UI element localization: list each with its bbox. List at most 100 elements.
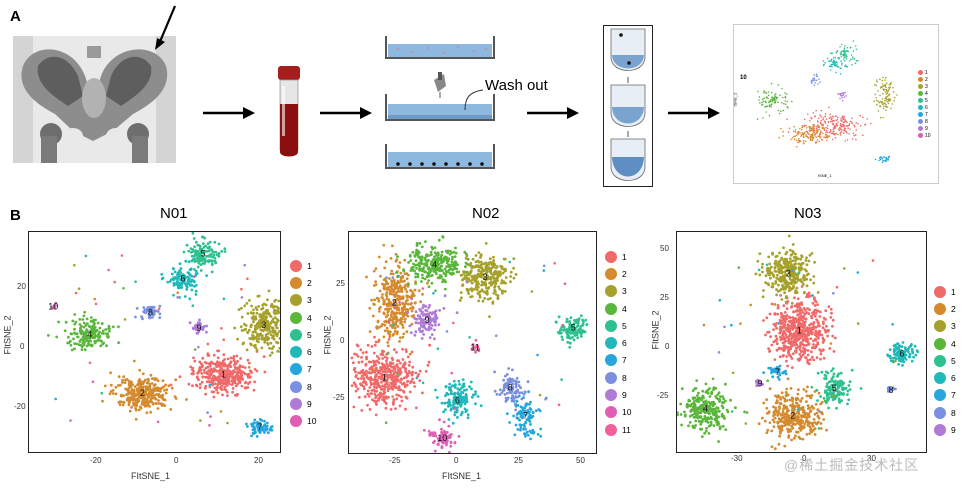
mini-point-cluster-3	[882, 85, 884, 88]
cell-point-cluster-1	[780, 326, 783, 330]
cell-point-cluster-1	[794, 346, 798, 350]
mini-point-cluster-8	[819, 81, 821, 83]
mini-point-cluster-1	[824, 122, 827, 124]
cell-point-cluster-1	[812, 323, 815, 326]
cell-point-cluster-2	[154, 393, 158, 396]
mini-legend-swatch	[918, 91, 923, 96]
mini-point-cluster-2	[823, 136, 825, 138]
cell-point-cluster-1	[208, 372, 212, 376]
cell-point-cluster-5	[201, 242, 205, 245]
mini-point-cluster-2	[799, 140, 802, 143]
cell-point-cluster-1	[190, 372, 194, 376]
mini-point-cluster-2	[817, 135, 819, 138]
cell-point-cluster-1	[394, 407, 397, 410]
cluster-label-4: 4	[87, 329, 92, 339]
cell-point-cluster-3	[469, 295, 472, 299]
cell-point-cluster-4	[427, 274, 431, 278]
cell-point-cluster-6	[452, 398, 456, 402]
cell-point-cluster-4	[407, 283, 410, 286]
cell-point-cluster-7	[259, 429, 263, 432]
cell-point-cluster-7	[259, 425, 262, 429]
cell-point-cluster-1	[215, 363, 219, 366]
n02-ytick: -25	[333, 393, 345, 402]
cell-point-cluster-10	[437, 440, 441, 443]
cell-point-cluster-10	[442, 420, 446, 424]
cell-point-cluster-1	[798, 344, 802, 347]
cell-point-cluster-1	[384, 406, 388, 410]
cell-point-cluster-1	[418, 369, 422, 373]
cell-point-cluster-1	[392, 375, 396, 379]
cell-point-cluster-2	[390, 311, 394, 314]
cell-point-cluster-4	[423, 262, 427, 266]
cell-point-cluster-8	[502, 378, 506, 382]
cell-point-stray	[156, 420, 160, 424]
cell-point-cluster-6	[460, 390, 463, 394]
cell-point-cluster-1	[225, 369, 229, 373]
cell-point-cluster-1	[401, 382, 404, 386]
cell-point-cluster-5	[182, 250, 186, 254]
cell-point-cluster-8	[520, 397, 524, 401]
mini-point-cluster-3	[877, 100, 879, 102]
cell-point-cluster-1	[805, 338, 808, 342]
mini-point-cluster-6	[835, 71, 837, 74]
cell-point-cluster-1	[791, 316, 795, 319]
cell-point-cluster-9	[428, 303, 432, 307]
mini-point-cluster-6	[836, 64, 838, 66]
legend-label: 3	[307, 295, 312, 306]
cell-point-cluster-1	[395, 397, 399, 401]
cell-point-cluster-1	[220, 363, 224, 366]
cell-point-cluster-1	[786, 324, 790, 328]
cell-point-cluster-3	[483, 281, 487, 284]
mini-point-cluster-5	[844, 50, 846, 53]
cell-point-cluster-1	[780, 319, 784, 323]
cell-point-cluster-4	[80, 332, 83, 336]
cell-point-cluster-7	[526, 409, 529, 412]
cell-point-cluster-4	[440, 260, 444, 264]
cell-point-cluster-1	[811, 301, 815, 305]
cell-point-cluster-1	[810, 350, 813, 354]
cell-point-cluster-1	[774, 334, 778, 338]
mini-point-cluster-2	[837, 133, 839, 136]
cell-point-cluster-1	[803, 312, 807, 316]
cell-point-cluster-2	[776, 414, 780, 417]
cell-point-cluster-7	[515, 413, 519, 416]
cell-point-cluster-7	[525, 430, 529, 434]
mini-point-cluster-3	[889, 100, 891, 102]
cell-point-cluster-4	[90, 329, 94, 333]
cell-point-cluster-7	[524, 420, 528, 424]
cell-point-cluster-8	[506, 386, 509, 390]
cell-point-cluster-6	[179, 286, 182, 289]
cell-point-cluster-1	[236, 392, 239, 396]
cell-point-cluster-2	[149, 398, 153, 402]
cell-point-cluster-2	[388, 277, 391, 280]
cell-point-cluster-2	[393, 287, 397, 290]
mini-point-cluster-4	[782, 96, 784, 99]
cluster-label-10: 10	[48, 301, 58, 311]
mini-point-cluster-1	[853, 125, 856, 128]
cell-point-cluster-3	[471, 257, 475, 261]
cell-point-cluster-9	[195, 331, 199, 335]
cell-point-cluster-5	[568, 341, 572, 345]
mini-point-cluster-2	[782, 135, 784, 137]
n02-ylabel: FItSNE_2	[322, 315, 333, 355]
mini-point-cluster-4	[784, 96, 787, 99]
cell-point-cluster-2	[791, 426, 795, 430]
cell-point-cluster-3	[254, 306, 258, 310]
cell-point-cluster-6	[182, 275, 186, 278]
cell-point-cluster-1	[223, 362, 226, 365]
cell-point-cluster-4	[83, 348, 87, 352]
cell-point-cluster-4	[89, 319, 93, 323]
cell-point-cluster-5	[192, 257, 196, 261]
cell-point-cluster-4	[66, 341, 69, 345]
mini-point-cluster-3	[876, 79, 878, 81]
cell-point-cluster-2	[374, 280, 377, 284]
cell-point-cluster-1	[812, 325, 815, 329]
mini-point-cluster-9	[841, 99, 844, 102]
legend-swatch	[290, 415, 302, 428]
cell-point-cluster-3	[240, 315, 244, 319]
cell-point-cluster-1	[812, 343, 815, 346]
cell-point-cluster-2	[396, 325, 400, 328]
cell-point-cluster-3	[478, 295, 482, 299]
cell-point-cluster-2	[810, 404, 814, 408]
cell-point-cluster-2	[148, 405, 151, 408]
